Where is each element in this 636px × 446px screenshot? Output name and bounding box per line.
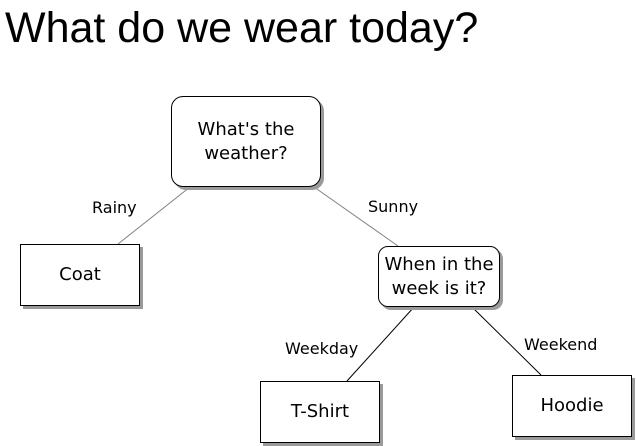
node-hoodie-label: Hoodie [540, 395, 604, 416]
edge-label-weekend: Weekend [524, 335, 598, 354]
node-week-question: When in the week is it? [378, 246, 500, 307]
edge-label-weekday: Weekday [285, 339, 359, 358]
node-tshirt-label: T-Shirt [290, 401, 350, 422]
edge-label-rainy: Rainy [92, 198, 137, 217]
node-weather-question: What's the weather? [171, 96, 321, 187]
node-hoodie: Hoodie [512, 375, 632, 437]
edge-line-weekday [346, 306, 415, 382]
edge-line-sunny [313, 186, 399, 247]
node-coat: Coat [20, 244, 140, 306]
edge-label-sunny: Sunny [368, 197, 419, 216]
node-tshirt: T-Shirt [260, 381, 380, 443]
edge-line-rainy [117, 186, 191, 245]
edge-line-weekend [471, 306, 542, 376]
node-week-label: When in the week is it? [384, 253, 494, 299]
node-weather-label: What's the weather? [197, 118, 295, 164]
page-title: What do we wear today? [5, 4, 479, 52]
node-coat-label: Coat [59, 264, 101, 285]
